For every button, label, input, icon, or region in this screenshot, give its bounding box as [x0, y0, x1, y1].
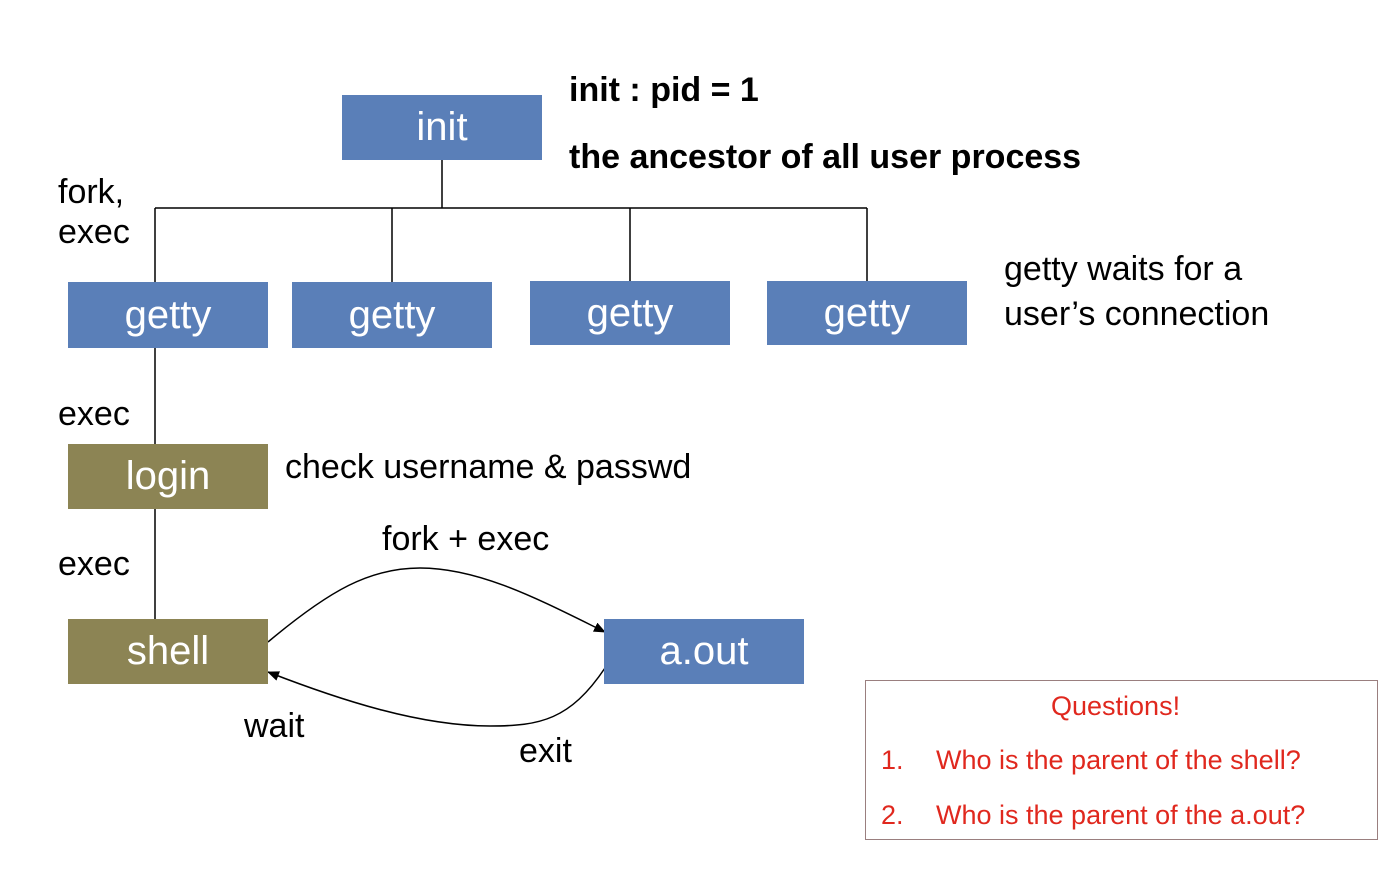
- label-getty-desc-line1: getty waits for a: [1004, 250, 1243, 288]
- label-fork-plus-exec: fork + exec: [382, 520, 550, 558]
- node-getty-3: getty: [530, 281, 730, 345]
- label-exec-to-login: exec: [58, 395, 130, 433]
- question-2-number: 2.: [881, 800, 904, 830]
- question-2-text: Who is the parent of the a.out?: [936, 800, 1306, 830]
- label-init-pid: init : pid = 1: [569, 71, 759, 109]
- question-1-text: Who is the parent of the shell?: [936, 745, 1301, 775]
- label-exit: exit: [519, 732, 572, 770]
- label-init-desc: the ancestor of all user process: [569, 138, 1082, 176]
- node-getty-1: getty: [68, 282, 268, 348]
- label-wait: wait: [244, 707, 305, 745]
- node-login: login: [68, 444, 268, 509]
- label-login-desc: check username & passwd: [285, 448, 692, 486]
- questions-box: Questions! 1. Who is the parent of the s…: [865, 680, 1378, 840]
- node-getty-4: getty: [767, 281, 967, 345]
- label-getty-desc-line2: user’s connection: [1004, 295, 1270, 333]
- node-init: init: [342, 95, 542, 160]
- node-getty-2: getty: [292, 282, 492, 348]
- arrow-fork-exec: [267, 567, 606, 643]
- node-aout: a.out: [604, 619, 804, 684]
- label-fork-line2: exec: [58, 213, 130, 251]
- questions-title: Questions!: [1051, 691, 1181, 721]
- arrow-exit-wait: [267, 667, 606, 727]
- label-fork-line1: fork,: [58, 173, 125, 211]
- label-exec-to-shell: exec: [58, 545, 130, 583]
- question-1-number: 1.: [881, 745, 904, 775]
- node-shell: shell: [68, 619, 268, 684]
